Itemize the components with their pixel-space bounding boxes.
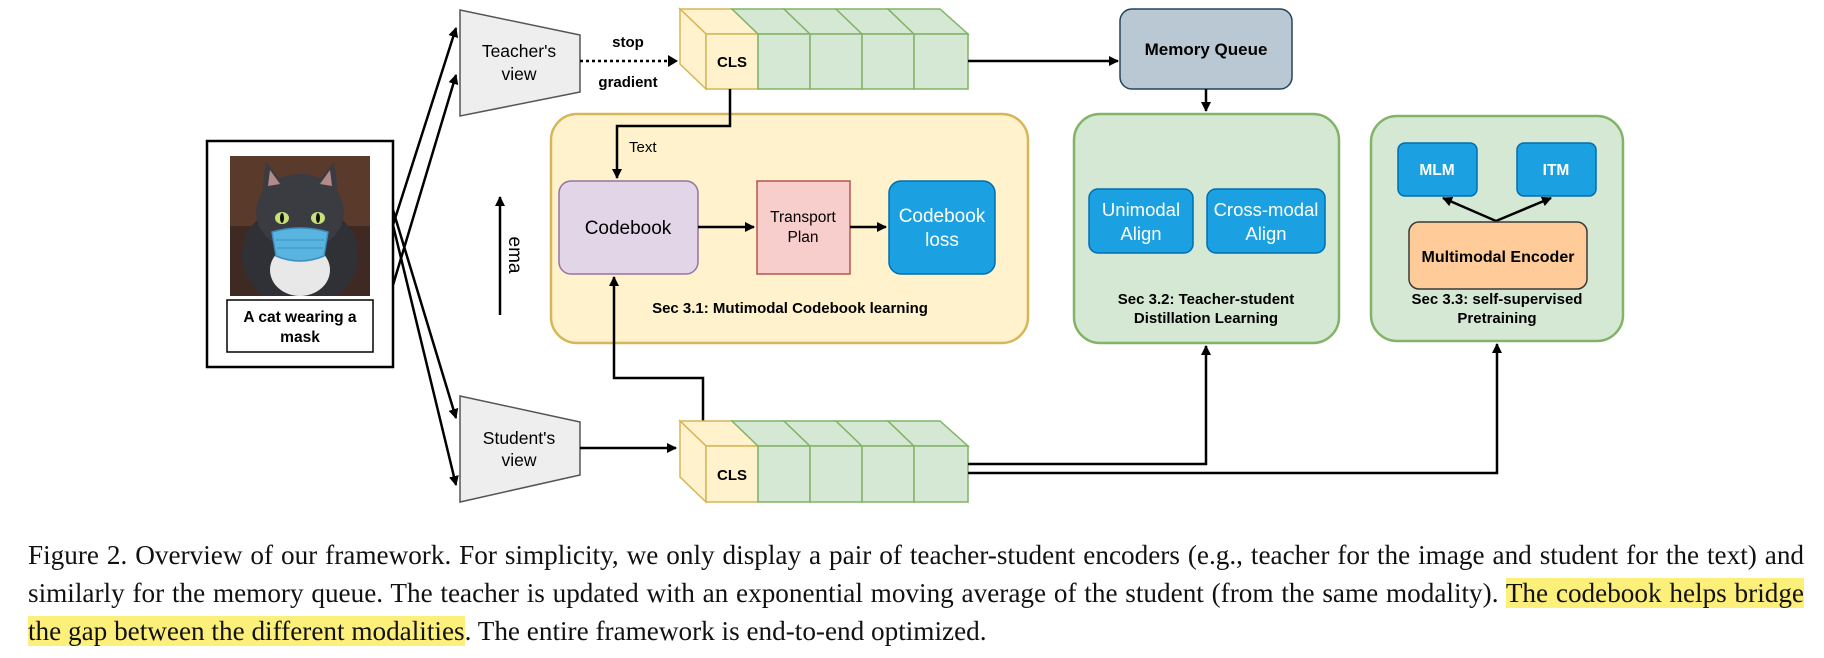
unimodal-align-box (1088, 188, 1194, 254)
figure-caption: Figure 2. Overview of our framework. For… (28, 536, 1805, 650)
student-view: Student's view (459, 395, 581, 503)
svg-text:Text: Text (629, 139, 657, 156)
svg-text:Cross-modal: Cross-modal (1214, 199, 1319, 220)
svg-text:Align: Align (1120, 223, 1161, 244)
codebook-box: Codebook (558, 180, 699, 275)
ema-arrow: ema (495, 196, 525, 315)
svg-text:view: view (501, 450, 536, 470)
teacher-token-sequence: CLS (678, 7, 970, 91)
svg-text:Transport: Transport (770, 209, 836, 226)
cat-image (230, 156, 370, 296)
svg-text:Codebook: Codebook (585, 218, 672, 239)
svg-text:Teacher's: Teacher's (482, 41, 557, 61)
svg-text:Codebook: Codebook (899, 206, 986, 227)
text-to-codebook-arrow: Text (612, 89, 732, 179)
svg-text:Unimodal: Unimodal (1102, 199, 1180, 220)
crossmodal-align-box (1206, 188, 1326, 254)
svg-text:loss: loss (925, 230, 959, 251)
sec33-pretraining: MLM ITM Multimodal Encoder Sec 3.3: self… (1369, 114, 1625, 343)
memory-queue: Memory Queue (1119, 8, 1293, 90)
svg-text:CLS: CLS (717, 467, 747, 484)
input-caption-line1: A cat wearing a (243, 309, 357, 326)
sec32-label-line1: Sec 3.2: Teacher-student (1118, 291, 1294, 308)
svg-text:Plan: Plan (787, 229, 818, 246)
svg-text:MLM: MLM (1419, 162, 1454, 179)
caption-part1: Figure 2. Overview of our framework. For… (28, 540, 1804, 608)
student-token-sequence: CLS (678, 419, 970, 504)
caption-part2: . The entire framework is end-to-end opt… (464, 616, 987, 646)
sec31-label: Sec 3.1: Mutimodal Codebook learning (652, 300, 928, 317)
svg-text:gradient: gradient (598, 74, 657, 91)
svg-text:ITM: ITM (1543, 162, 1570, 179)
codebook-loss-box: Codebook loss (888, 180, 996, 275)
teacher-view: Teacher's view (459, 9, 581, 117)
svg-text:ema: ema (504, 237, 525, 274)
sec32-distillation: Unimodal Align Cross-modal Align Sec 3.2… (1072, 112, 1341, 345)
svg-text:Memory Queue: Memory Queue (1145, 40, 1268, 59)
itm-box (1516, 142, 1597, 197)
mlm-box (1397, 142, 1478, 197)
svg-text:stop: stop (612, 34, 644, 51)
sec33-label-line1: Sec 3.3: self-supervised (1412, 291, 1583, 308)
sec32-label-line2: Distillation Learning (1134, 310, 1278, 327)
input-caption-line2: mask (280, 329, 320, 346)
sec33-label-line2: Pretraining (1457, 310, 1536, 327)
svg-text:view: view (501, 64, 536, 84)
stop-gradient: stop gradient (580, 34, 678, 91)
student-to-objectives-arrows (968, 343, 1502, 475)
input-to-view-arrows (391, 27, 459, 486)
student-to-codebook-arrow (609, 276, 705, 421)
multimodal-encoder-box (1408, 221, 1588, 290)
svg-text:Multimodal Encoder: Multimodal Encoder (1422, 249, 1575, 266)
svg-text:CLS: CLS (717, 54, 747, 71)
svg-text:Student's: Student's (483, 428, 556, 448)
svg-text:Align: Align (1245, 223, 1286, 244)
input-sample: A cat wearing a mask (205, 139, 395, 369)
transport-plan-box: Transport Plan (756, 180, 851, 275)
